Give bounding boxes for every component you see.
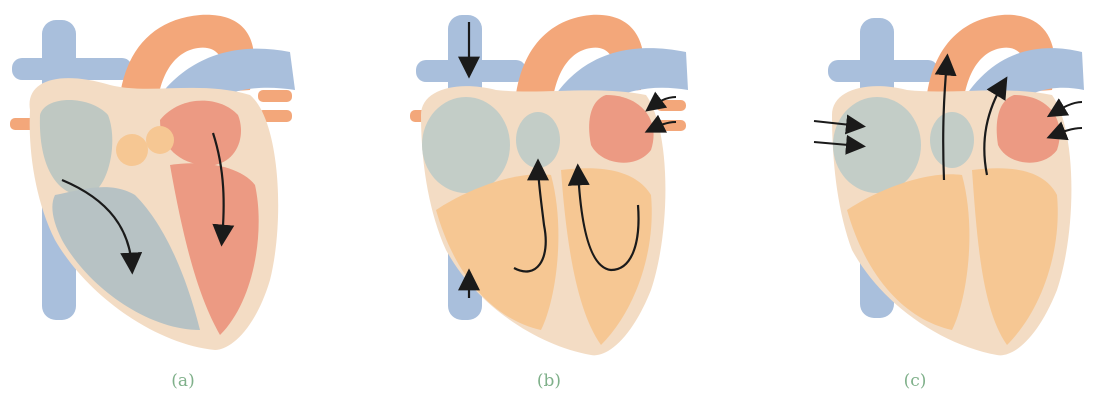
panel-label-b: (b) <box>366 371 732 391</box>
pulmonary-vein-branch <box>12 58 132 80</box>
heart-diagram-b <box>366 0 732 370</box>
heart-diagram-a <box>0 0 366 370</box>
valve <box>146 126 174 154</box>
heart-diagram-c <box>732 0 1098 370</box>
panel-c: (c) <box>732 0 1098 403</box>
panel-b: (b) <box>366 0 732 403</box>
left-atrium-small <box>516 112 560 168</box>
pulmonary-vein-stub <box>258 90 292 102</box>
valve <box>116 134 148 166</box>
panel-label-a: (a) <box>0 371 366 391</box>
pulmonary-vein-branch <box>416 60 526 82</box>
left-atrium-small <box>930 112 974 168</box>
panel-label-c: (c) <box>732 371 1098 391</box>
right-atrium <box>422 97 510 193</box>
pulmonary-vein-branch <box>828 60 938 82</box>
panel-a: (a) <box>0 0 366 403</box>
